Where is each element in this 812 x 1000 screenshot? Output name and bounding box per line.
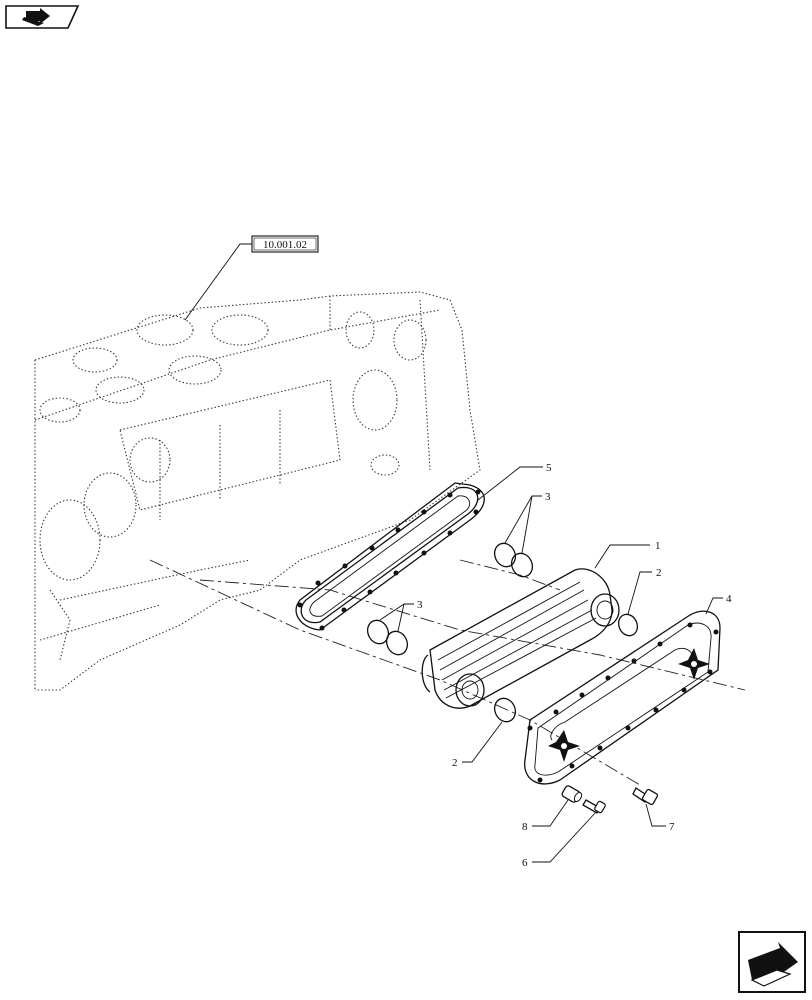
sleeve-part-8[interactable] (561, 785, 583, 803)
svg-text:2: 2 (452, 757, 458, 769)
callout-2-right[interactable]: 2 (627, 567, 662, 615)
callout-3-upper[interactable]: 3 (504, 491, 551, 554)
reference-10-001-02[interactable]: 10.001.02 (184, 235, 319, 321)
callout-2-left[interactable]: 2 (452, 721, 503, 769)
svg-text:3: 3 (417, 599, 423, 611)
svg-text:5: 5 (546, 462, 552, 474)
seal-ring-part-2-left[interactable] (491, 695, 519, 725)
engine-block-outline (34, 291, 481, 691)
svg-text:8: 8 (522, 821, 528, 833)
oil-cooler-part-1[interactable] (421, 568, 620, 709)
reference-label: 10.001.02 (263, 239, 307, 251)
o-rings-part-3-upper[interactable] (491, 540, 536, 580)
svg-text:4: 4 (726, 593, 732, 605)
callout-7[interactable]: 7 (645, 803, 675, 833)
seal-ring-part-2-right[interactable] (615, 611, 641, 639)
callout-4[interactable]: 4 (705, 593, 732, 615)
svg-text:1: 1 (655, 540, 661, 552)
callout-3-lower[interactable]: 3 (379, 599, 423, 632)
svg-text:7: 7 (669, 821, 675, 833)
book-arrow-icon[interactable] (5, 5, 80, 29)
o-rings-part-3-lower[interactable] (364, 617, 411, 658)
callout-1[interactable]: 1 (594, 540, 661, 569)
screw-part-6[interactable] (582, 799, 606, 814)
bolt-part-7[interactable] (632, 787, 659, 806)
gasket-part-5[interactable] (295, 482, 485, 631)
svg-text:2: 2 (656, 567, 662, 579)
callout-8[interactable]: 8 (522, 799, 569, 833)
next-page-arrow-icon[interactable] (738, 931, 806, 993)
cover-plate-part-4[interactable] (524, 610, 721, 785)
callout-5[interactable]: 5 (477, 462, 552, 501)
assembly-axis-lines (149, 559, 746, 786)
callout-6[interactable]: 6 (522, 811, 597, 869)
svg-text:6: 6 (522, 857, 528, 869)
svg-text:3: 3 (545, 491, 551, 503)
